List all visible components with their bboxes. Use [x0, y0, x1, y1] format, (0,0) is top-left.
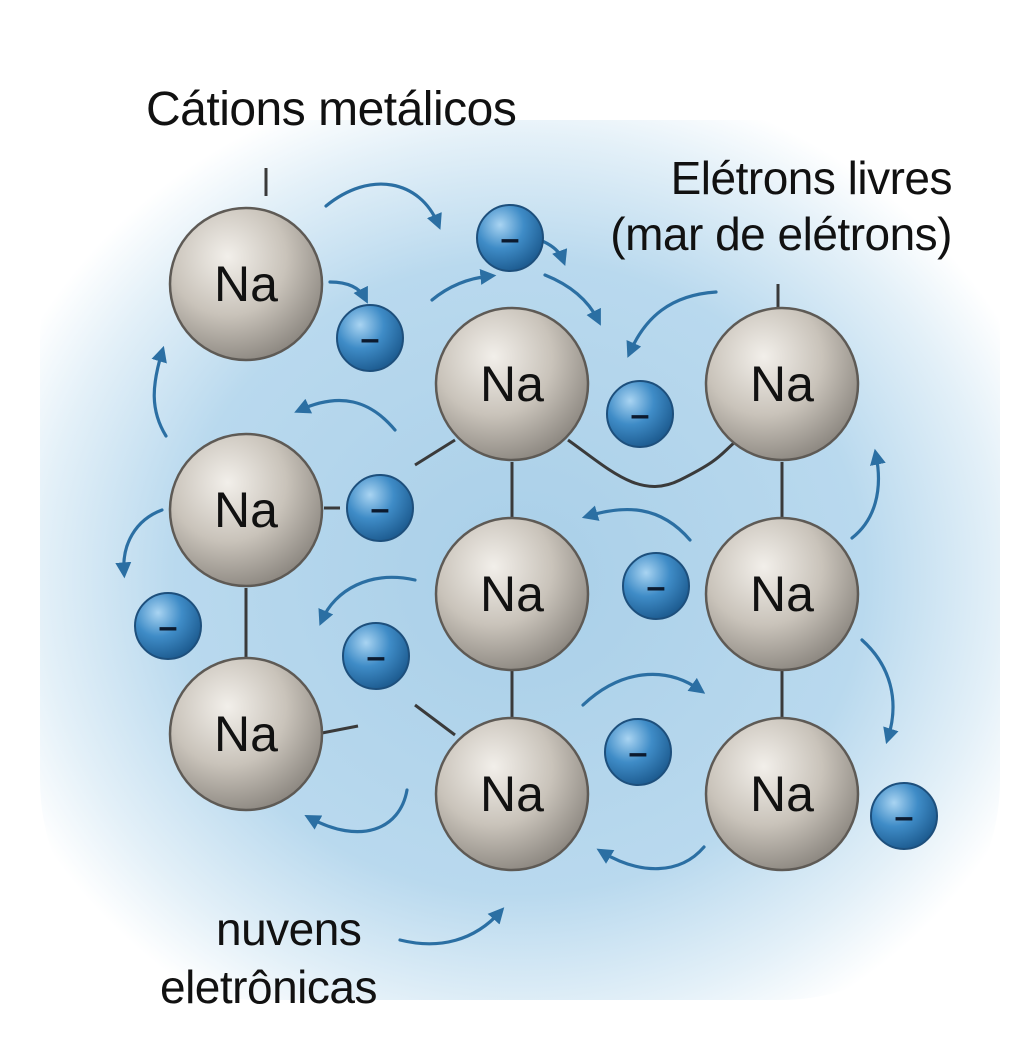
free-electrons-label-line2: (mar de elétrons): [610, 208, 952, 260]
flow-arrow: [324, 182, 442, 230]
flow-arrow: [850, 448, 886, 540]
free-electron: –: [342, 622, 410, 690]
sodium-cation: Na: [704, 516, 860, 672]
sodium-cation: Na: [434, 516, 590, 672]
electron-sphere: [342, 622, 410, 690]
electron-sphere: [870, 782, 938, 850]
electron-symbol: –: [501, 220, 520, 258]
cation-symbol: Na: [750, 356, 814, 412]
flow-arrow: [860, 638, 899, 745]
free-electrons-label: Elétrons livres (mar de elétrons): [610, 150, 952, 262]
sodium-cation: Na: [168, 206, 324, 362]
free-electron: –: [336, 304, 404, 372]
free-electron: –: [604, 718, 672, 786]
sodium-cation: Na: [704, 716, 860, 872]
cation-sphere: [704, 306, 860, 462]
electron-sphere: [476, 204, 544, 272]
flow-arrow: [151, 345, 168, 438]
cation-symbol: Na: [750, 766, 814, 822]
cation-symbol: Na: [214, 482, 278, 538]
cation-symbol: Na: [480, 566, 544, 622]
bond-line: [414, 703, 456, 737]
electron-symbol: –: [647, 568, 666, 606]
bond-line: [567, 438, 736, 488]
flow-arrow: [581, 672, 706, 707]
flow-arrow: [304, 788, 409, 834]
cation-sphere: [434, 306, 590, 462]
free-electrons-label-line1: Elétrons livres: [670, 152, 953, 204]
flow-arrow: [430, 268, 497, 302]
sodium-cation: Na: [704, 306, 860, 462]
cation-sphere: [168, 432, 324, 588]
electron-sphere: [336, 304, 404, 372]
bond-line: [321, 724, 359, 735]
flow-arrow: [398, 907, 505, 946]
cation-sphere: [434, 716, 590, 872]
electron-clouds-label-line2: eletrônicas: [160, 961, 377, 1013]
free-electron: –: [606, 380, 674, 448]
electron-sphere: [346, 474, 414, 542]
electron-symbol: –: [367, 638, 386, 676]
cation-symbol: Na: [750, 566, 814, 622]
electron-sphere: [604, 718, 672, 786]
free-electron: –: [134, 592, 202, 660]
cation-sphere: [168, 656, 324, 812]
flow-arrow: [581, 505, 692, 542]
electron-symbol: –: [629, 734, 648, 772]
sodium-cation: Na: [434, 306, 590, 462]
bond-lines: [244, 168, 784, 737]
electron-sphere: [134, 592, 202, 660]
electron-sphere: [622, 552, 690, 620]
cation-symbol: Na: [214, 706, 278, 762]
electron-clouds-label: nuvens eletrônicas: [160, 900, 377, 1016]
cation-sphere: [704, 716, 860, 872]
electron-symbol: –: [895, 798, 914, 836]
bond-line: [414, 438, 456, 467]
electron-symbol: –: [631, 396, 650, 434]
cation-sphere: [704, 516, 860, 672]
free-electron: –: [622, 552, 690, 620]
sodium-cation: Na: [168, 656, 324, 812]
cation-sphere: [168, 206, 324, 362]
flow-arrow: [294, 398, 397, 432]
electron-sphere: [606, 380, 674, 448]
flow-arrow: [328, 280, 368, 304]
electron-group: – – – – – – – – –: [134, 204, 938, 850]
free-electron: –: [346, 474, 414, 542]
flow-arrow: [596, 845, 706, 871]
flow-arrow: [318, 575, 417, 626]
sodium-cation: Na: [168, 432, 324, 588]
flow-arrow: [626, 290, 718, 358]
free-electron: –: [476, 204, 544, 272]
electron-flow-arrows: [115, 182, 899, 946]
electron-symbol: –: [159, 608, 178, 646]
electron-clouds-label-line1: nuvens: [216, 903, 362, 955]
free-electron: –: [870, 782, 938, 850]
electron-symbol: –: [371, 490, 390, 528]
electron-symbol: –: [361, 320, 380, 358]
cations-label: Cátions metálicos: [146, 83, 517, 136]
cation-symbol: Na: [480, 766, 544, 822]
cation-symbol: Na: [480, 356, 544, 412]
cation-symbol: Na: [214, 256, 278, 312]
cation-sphere: [434, 516, 590, 672]
sodium-cation: Na: [434, 716, 590, 872]
flow-arrow: [115, 508, 164, 579]
flow-arrow: [543, 273, 601, 326]
